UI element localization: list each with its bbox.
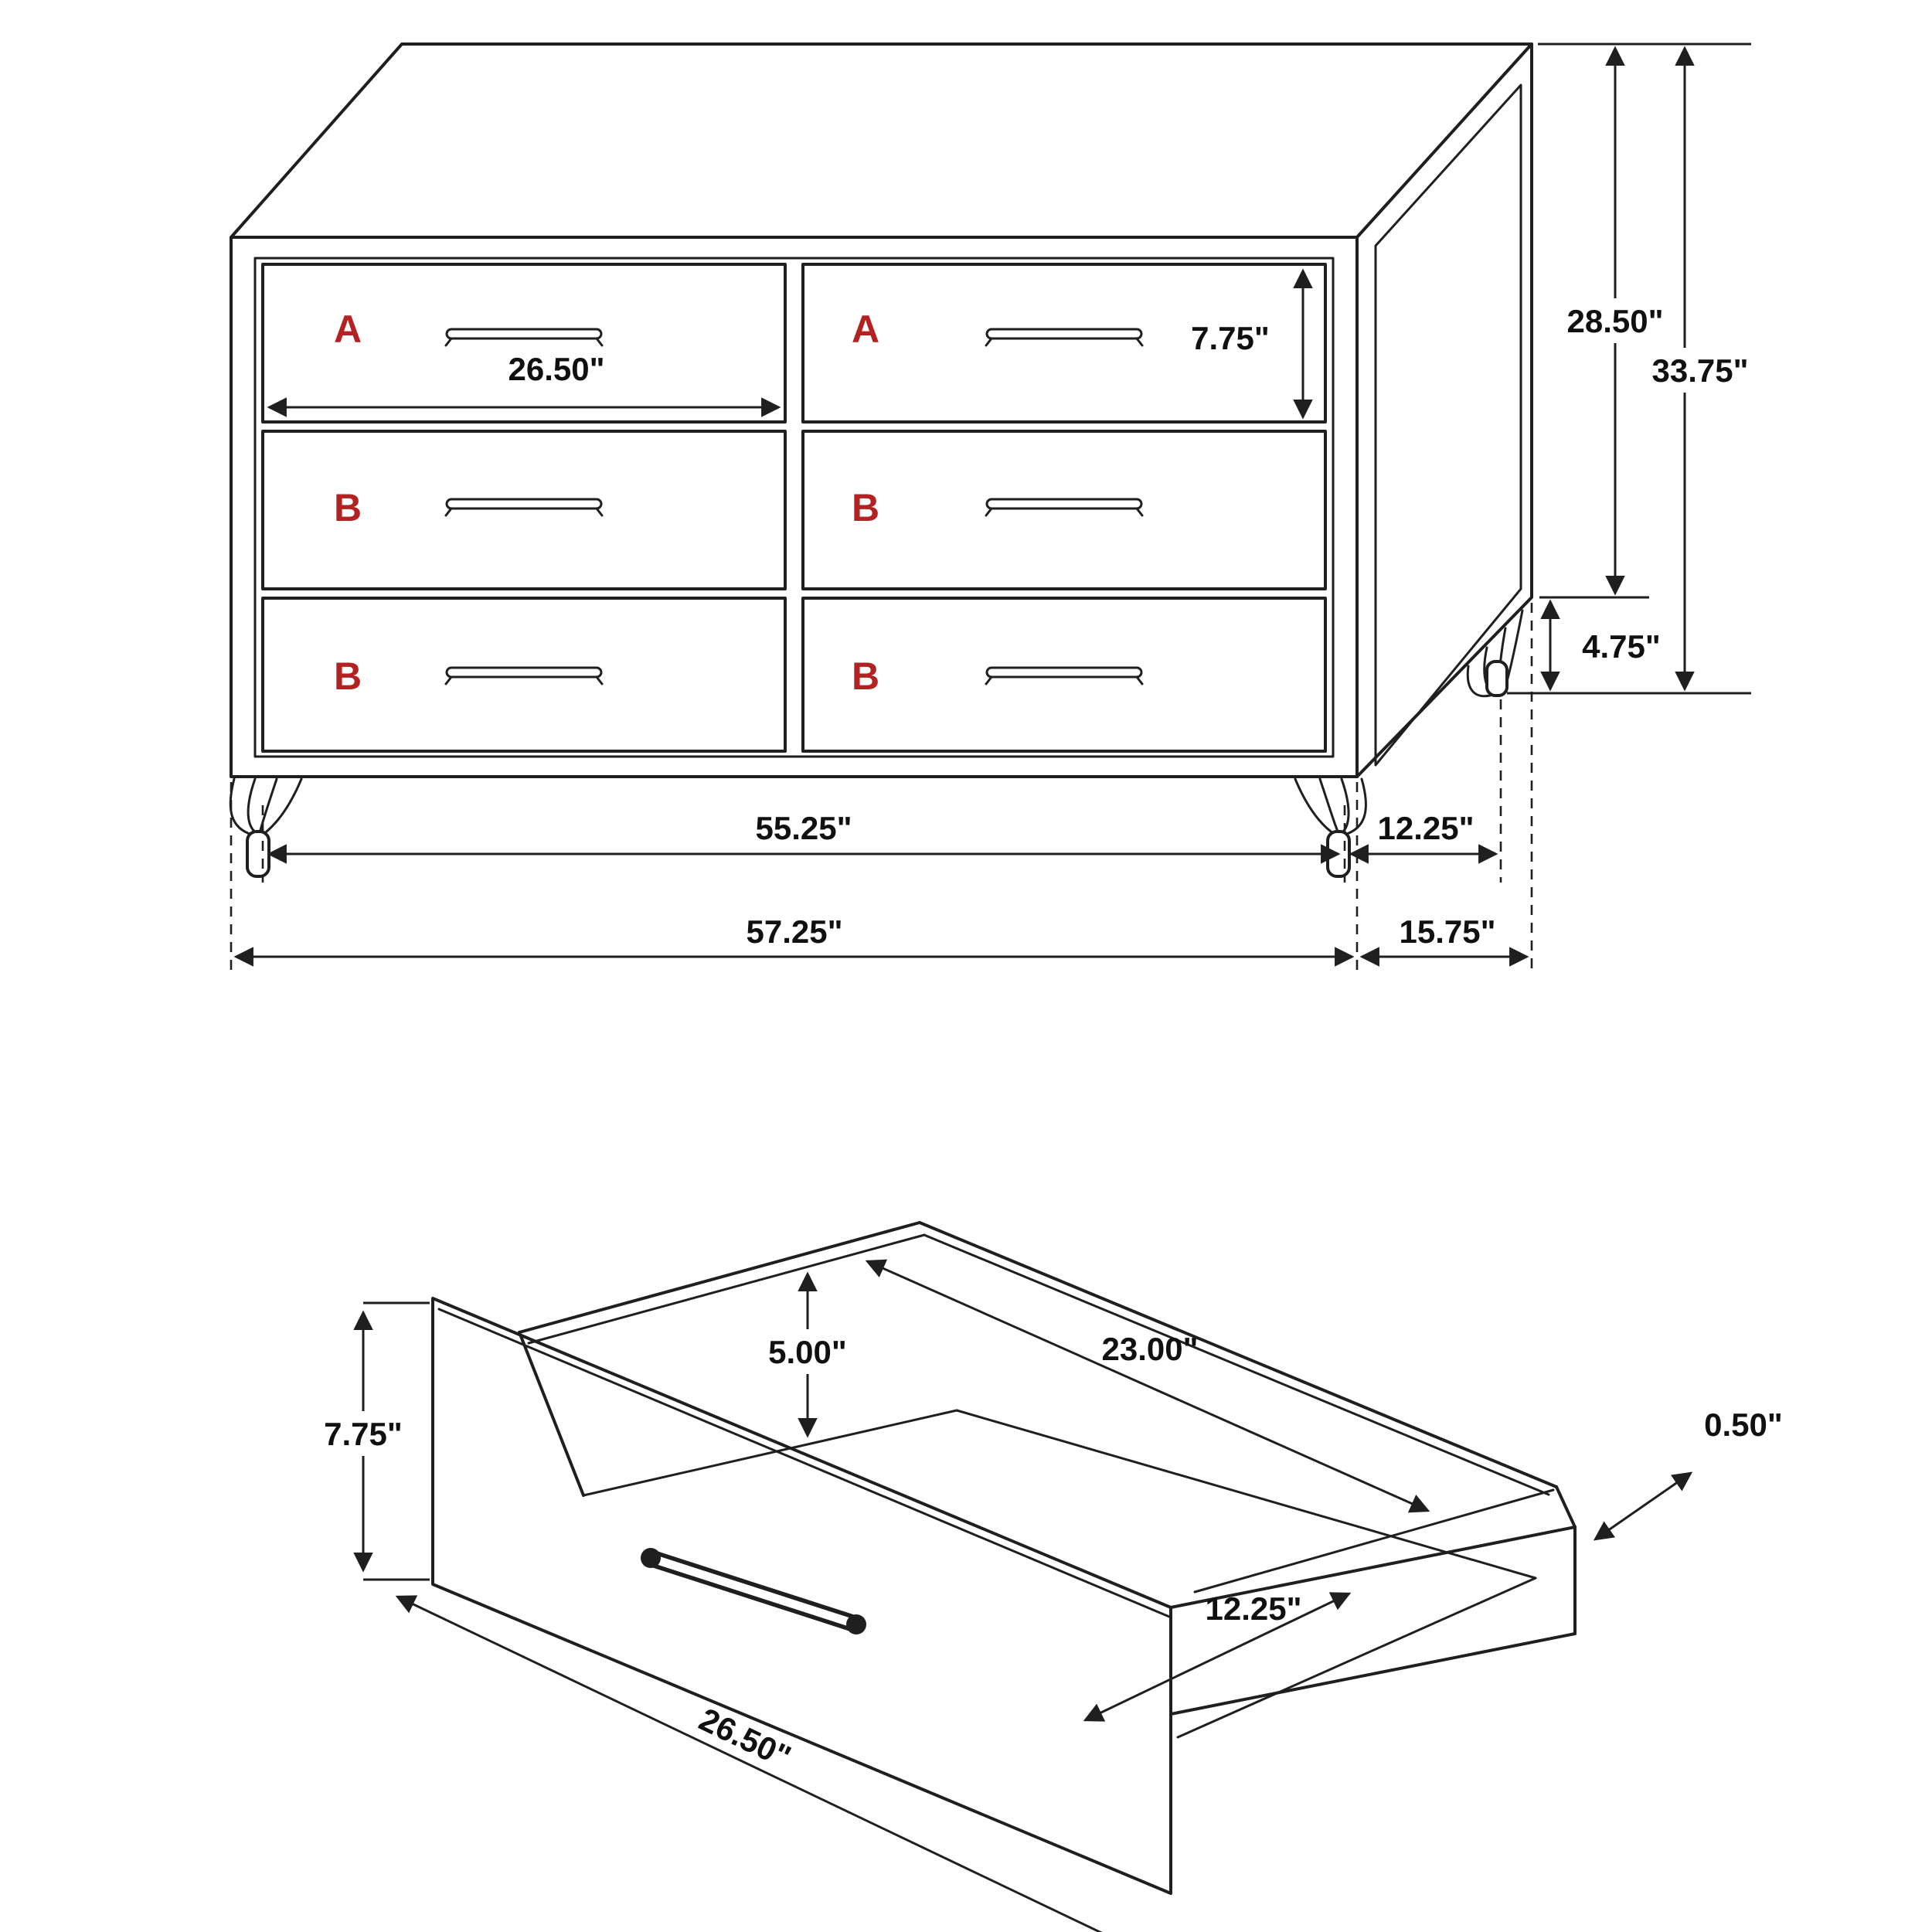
handle-knob — [846, 1614, 866, 1634]
dim-interior-length-label: 23.00" — [1101, 1331, 1198, 1367]
dresser-front-inner-frame — [253, 257, 1335, 758]
dim-interior-depth: 5.00" — [745, 1271, 870, 1438]
dim-front-height-label: 7.75" — [324, 1416, 403, 1452]
drawer-handle — [985, 498, 1144, 517]
dresser-top-face — [230, 43, 1533, 239]
dim-leg-height: 4.75" — [1540, 599, 1661, 692]
dim-interior-depth-label: 5.00" — [768, 1334, 847, 1370]
drawer-front-panel — [431, 1297, 1172, 1895]
drawer-top-left — [261, 263, 787, 423]
drawer-mid-left — [261, 430, 787, 590]
dim-leg-span-depth-label: 12.25" — [1377, 810, 1474, 846]
drawer-handle — [985, 328, 1144, 347]
drawer-detail-dimensions: 7.75" 5.00" 23.00" 12.25" 0.50" — [297, 1259, 1783, 1932]
dresser-drawers: A A B B B B — [261, 263, 1327, 753]
handle-knob — [641, 1548, 661, 1568]
dim-front-height: 7.75" — [297, 1301, 430, 1581]
dim-box-thickness: 0.50" — [1593, 1406, 1783, 1541]
drawer-letter: A — [852, 308, 879, 351]
drawer-handle — [444, 666, 604, 685]
dresser-dimensions: 26.50" 7.75" 28.50" 33.75" 4.7 — [230, 43, 1768, 974]
drawer-letter: B — [334, 486, 362, 529]
drawer-handle — [444, 328, 604, 347]
dim-leg-span-depth: 12.25" — [1349, 810, 1498, 864]
dim-overall-width-label: 57.25" — [746, 913, 842, 950]
drawer-handle — [444, 498, 604, 517]
dim-interior-width-label: 12.25" — [1205, 1590, 1301, 1627]
dim-box-thickness-label: 0.50" — [1704, 1406, 1783, 1443]
dim-interior-length: 23.00" — [865, 1259, 1430, 1513]
dim-overall-width: 57.25" — [233, 913, 1355, 967]
drawer-handle — [985, 666, 1144, 685]
dim-overall-height: 33.75" — [1632, 46, 1768, 692]
dresser-side-inset-panel — [1374, 83, 1522, 767]
dim-leg-span-width: 55.25" — [267, 810, 1341, 864]
dim-drawer-front-width: 26.50" — [267, 351, 781, 417]
drawer-mid-right — [801, 430, 1327, 590]
dresser-view: A A B B B B — [229, 43, 1768, 974]
drawer-letter: A — [334, 308, 362, 351]
drawer-detail-view: 7.75" 5.00" 23.00" 12.25" 0.50" — [297, 1221, 1783, 1932]
dim-overall-depth-label: 15.75" — [1399, 913, 1495, 950]
drawer-letter: B — [334, 655, 362, 698]
dim-overall-depth: 15.75" — [1359, 913, 1529, 967]
drawer-top-right — [801, 263, 1327, 423]
drawer-letter: B — [852, 486, 879, 529]
dim-drawer-front-height: 7.75" — [1191, 268, 1313, 420]
dim-leg-height-label: 4.75" — [1582, 628, 1661, 665]
dim-leg-span-width-label: 55.25" — [755, 810, 852, 846]
dim-drawer-front-width-label: 26.50" — [508, 351, 604, 387]
dim-overall-height-label: 33.75" — [1651, 352, 1748, 389]
drawer-letter: B — [852, 655, 879, 698]
leg-foot — [246, 830, 270, 878]
dim-drawer-front-height-label: 7.75" — [1191, 320, 1270, 356]
leg-foot — [1485, 660, 1509, 697]
dim-case-height-label: 28.50" — [1566, 303, 1663, 339]
dim-case-height: 28.50" — [1547, 46, 1683, 596]
